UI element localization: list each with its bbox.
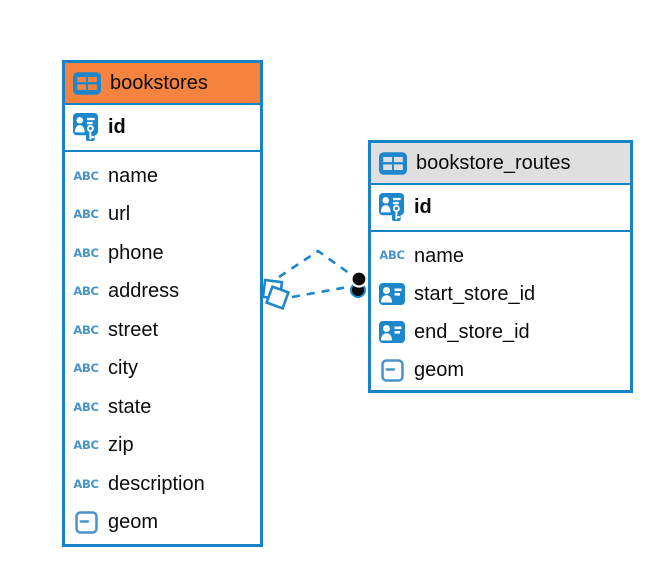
table-name: bookstores [110,71,208,94]
field-list: ABC name ABC url ABC phone ABC address A… [65,152,260,542]
table-row[interactable]: ABC description [65,465,260,504]
column-name: phone [108,241,164,264]
entity-bookstore-routes[interactable]: bookstore_routes id ABC name start_store… [368,140,633,393]
column-name: end_store_id [414,320,530,343]
table-row[interactable]: ABC name [371,237,630,275]
column-name: street [108,318,159,341]
column-name: url [108,203,131,226]
reference-type-icon [378,283,406,305]
reference-type-icon [378,321,406,343]
column-name: start_store_id [414,282,536,305]
text-type-icon: ABC [73,361,99,375]
text-type-icon: ABC [73,168,99,183]
primary-key-row[interactable]: id [65,105,260,152]
primary-key-row[interactable]: id [371,185,630,232]
entity-header-bookstore-routes[interactable]: bookstore_routes [371,143,630,185]
table-row[interactable]: ABC city [65,350,260,389]
geometry-type-icon [72,511,100,534]
primary-key-icon [378,193,406,222]
column-name: zip [108,434,134,457]
entity-header-bookstores[interactable]: bookstores [65,63,260,105]
table-row[interactable]: ABC url [65,196,260,235]
text-type-icon: ABC [73,284,99,298]
entity-bookstores[interactable]: bookstores id ABC name ABC url ABC phone… [62,60,263,547]
one-end-dot-marker [350,270,368,298]
relationship-connector[interactable] [261,249,368,311]
table-row[interactable]: geom [65,504,260,543]
field-list: ABC name start_store_id end_store_id ge [371,232,630,389]
table-row[interactable]: start_store_id [371,275,630,313]
many-end-diamond-marker [261,278,291,311]
text-type-icon: ABC [73,476,99,491]
text-type-icon: ABC [379,248,405,263]
column-name: description [108,472,205,495]
column-name: geom [414,358,465,381]
table-row[interactable]: ABC street [65,311,260,350]
table-row[interactable]: ABC phone [65,234,260,273]
table-row[interactable]: ABC zip [65,427,260,466]
table-row[interactable]: ABC state [65,388,260,427]
column-name: state [108,395,152,418]
table-icon [73,72,101,95]
relationship-line-end-store[interactable] [291,285,349,299]
text-type-icon: ABC [73,438,99,452]
column-name: city [108,357,138,380]
relationship-line-start-store[interactable] [278,249,354,279]
text-type-icon: ABC [73,399,99,414]
table-row[interactable]: geom [371,351,630,389]
table-icon [379,152,407,175]
table-row[interactable]: ABC name [65,157,260,196]
column-name: id [414,196,432,218]
primary-key-icon [72,113,100,142]
text-type-icon: ABC [73,245,99,260]
text-type-icon: ABC [73,322,99,337]
geometry-type-icon [378,359,406,382]
column-name: id [108,116,126,138]
table-row[interactable]: end_store_id [371,313,630,351]
column-name: name [108,164,159,187]
table-row[interactable]: ABC address [65,273,260,312]
column-name: address [108,280,180,303]
text-type-icon: ABC [73,207,99,221]
column-name: name [414,244,465,267]
table-name: bookstore_routes [416,151,571,174]
column-name: geom [108,511,159,534]
